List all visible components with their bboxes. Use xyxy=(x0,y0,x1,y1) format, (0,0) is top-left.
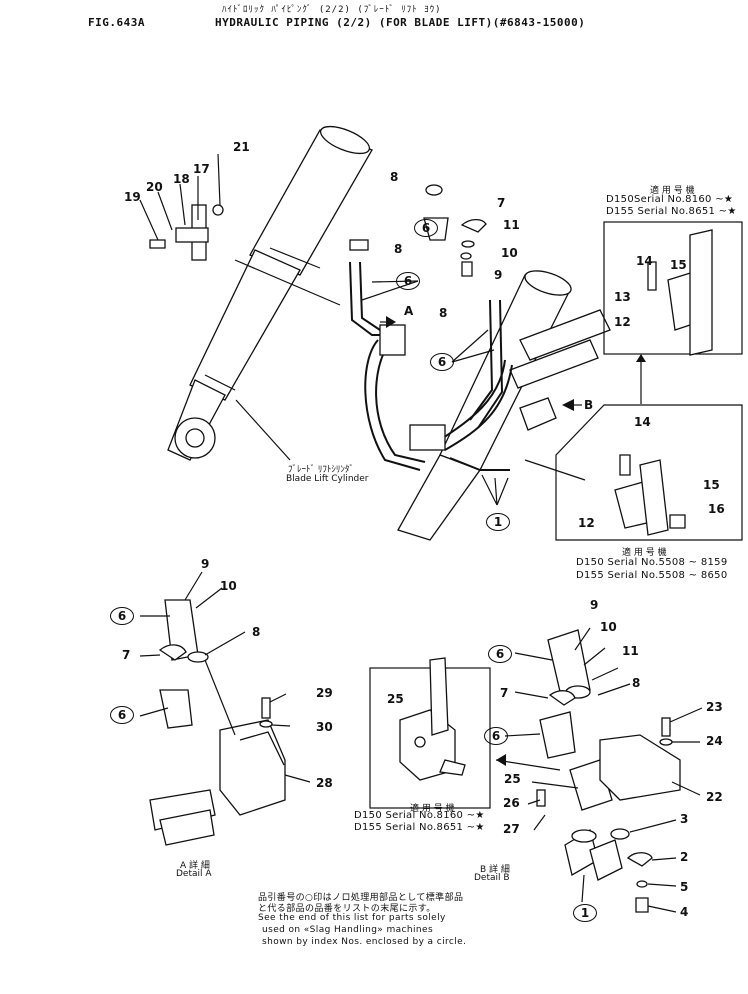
serial-top-line1: D150Serial No.8160 ~★ xyxy=(606,194,734,205)
callout-7-a: 7 xyxy=(122,648,131,662)
callout-6-circle-a1: 6 xyxy=(110,607,134,625)
footnote-en-2: used on «Slag Handling» machines xyxy=(262,925,434,935)
callout-11-b: 11 xyxy=(622,644,639,658)
footnote-jp-2: と代る部品の品番をリストの末尾に示す。 xyxy=(258,904,436,914)
detail-a-drawing xyxy=(139,571,311,846)
callout-3: 3 xyxy=(680,812,689,826)
callout-26: 26 xyxy=(503,796,520,810)
callout-21: 21 xyxy=(233,140,250,154)
header-jp-title: ﾊｲﾄﾞﾛﾘｯｸ ﾊﾟｲﾋﾟﾝｸﾞ (2/2) (ﾌﾞﾚｰﾄﾞ ﾘﾌﾄ ﾖｳ) xyxy=(222,5,442,15)
serial-mid-line2: D155 Serial No.5508 ~ 8650 xyxy=(576,570,728,581)
detail-b-drawing xyxy=(495,627,703,913)
callout-10-a: 10 xyxy=(220,579,237,593)
cylinder-label-en: Blade Lift Cylinder xyxy=(286,474,369,484)
callout-6-circle-a2: 6 xyxy=(110,706,134,724)
callout-19: 19 xyxy=(124,190,141,204)
callout-5: 5 xyxy=(680,880,689,894)
callout-6-circle-c: 6 xyxy=(430,353,454,371)
figure-number: FIG.643A xyxy=(88,16,145,29)
callout-8-top: 8 xyxy=(390,170,399,184)
callout-17: 17 xyxy=(193,162,210,176)
leader-lines xyxy=(139,153,586,506)
serial-top-jp: 適 用 号 機 xyxy=(650,186,695,196)
callout-6-circle-b1: 6 xyxy=(488,645,512,663)
callout-10-top: 10 xyxy=(501,246,518,260)
hydraulic-hoses xyxy=(349,261,557,471)
second-cylinder-drawing xyxy=(397,270,611,541)
page-title: HYDRAULIC PIPING (2/2) (FOR BLADE LIFT)(… xyxy=(215,16,586,29)
callout-2: 2 xyxy=(680,850,689,864)
callout-18: 18 xyxy=(173,172,190,186)
callout-1-circle-top: 1 xyxy=(486,513,510,531)
callout-7-top: 7 xyxy=(497,196,506,210)
arrow-label-a: A xyxy=(404,304,414,318)
callout-9-top: 9 xyxy=(494,268,503,282)
serial-detail-line2: D155 Serial No.8651 ~★ xyxy=(354,822,485,833)
callout-23: 23 xyxy=(706,700,723,714)
footnote-jp-1: 品引番号の○印はノロ処理用部品として標準部品 xyxy=(258,893,464,903)
callout-8-mid: 8 xyxy=(394,242,403,256)
serial-top-line2: D155 Serial No.8651 ~★ xyxy=(606,206,737,217)
callout-7-b: 7 xyxy=(500,686,509,700)
callout-8-a: 8 xyxy=(252,625,261,639)
detail-box-mid xyxy=(555,404,743,541)
callout-15-mid: 15 xyxy=(703,478,720,492)
callout-20: 20 xyxy=(146,180,163,194)
callout-9-a: 9 xyxy=(201,557,210,571)
callout-28: 28 xyxy=(316,776,333,790)
callout-30: 30 xyxy=(316,720,333,734)
callout-15-top: 15 xyxy=(670,258,687,272)
arrow-label-b: B xyxy=(584,398,594,412)
blade-lift-cylinder-drawing xyxy=(167,125,373,461)
callout-4: 4 xyxy=(680,905,689,919)
callout-22: 22 xyxy=(706,790,723,804)
detail-b-en: Detail B xyxy=(474,873,510,883)
serial-mid-line1: D150 Serial No.5508 ~ 8159 xyxy=(576,557,728,568)
callout-29: 29 xyxy=(316,686,333,700)
clamp-drawing-top xyxy=(647,229,713,356)
detail-box-top xyxy=(603,221,743,355)
serial-detail-jp: 適 用 号 機 xyxy=(410,804,455,814)
arrow-a-head xyxy=(386,316,396,328)
footnote-en-3: shown by index Nos. enclosed by a circle… xyxy=(262,937,467,947)
callout-14-mid: 14 xyxy=(634,415,651,429)
callout-25-box: 25 xyxy=(387,692,404,706)
footnote-en-1: See the end of this list for parts solel… xyxy=(258,913,446,923)
callout-14-top: 14 xyxy=(636,254,653,268)
callout-8-right: 8 xyxy=(439,306,448,320)
serial-mid-jp: 適 用 号 機 xyxy=(622,548,667,558)
detail-a-en: Detail A xyxy=(176,869,212,879)
callout-6-circle-b: 6 xyxy=(396,272,420,290)
detail-a-jp: A 詳 細 xyxy=(180,861,210,871)
bracket-25-drawing xyxy=(399,657,466,781)
detail-b-jp: B 詳 細 xyxy=(480,865,510,875)
clamp-drawing-mid xyxy=(614,454,686,536)
cylinder-label-jp: ﾌﾞﾚｰﾄﾞ ﾘﾌﾄｼﾘﾝﾀﾞ xyxy=(288,465,354,475)
callout-10-b: 10 xyxy=(600,620,617,634)
callout-12-top: 12 xyxy=(614,315,631,329)
callout-27: 27 xyxy=(503,822,520,836)
callout-9-b: 9 xyxy=(590,598,599,612)
callout-25-b: 25 xyxy=(504,772,521,786)
serial-detail-line1: D150 Serial No.8160 ~★ xyxy=(354,810,485,821)
callout-24: 24 xyxy=(706,734,723,748)
clamp-assembly-17-21 xyxy=(149,204,224,261)
callout-16: 16 xyxy=(708,502,725,516)
callout-6-circle-b2: 6 xyxy=(484,727,508,745)
callout-8-b: 8 xyxy=(632,676,641,690)
callout-12-mid: 12 xyxy=(578,516,595,530)
callout-1-circle-bottom: 1 xyxy=(573,904,597,922)
callout-13: 13 xyxy=(614,290,631,304)
callout-6-circle-a: 6 xyxy=(414,219,438,237)
arrow-b-head xyxy=(562,399,574,411)
callout-11-top: 11 xyxy=(503,218,520,232)
